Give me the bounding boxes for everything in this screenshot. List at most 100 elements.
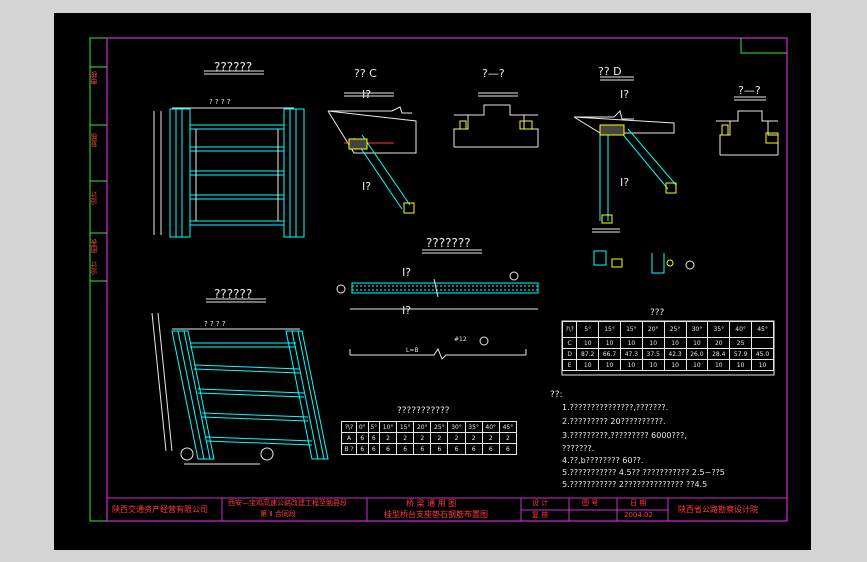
table-cell: 2: [464, 432, 483, 444]
table-row: ?\?5°15°15°20°25°30°35°40°45°: [561, 321, 774, 338]
cad-drawing: [89, 37, 788, 522]
table-cell: 45°: [498, 421, 518, 433]
project-line-2: 第 Ⅱ 合同段: [260, 510, 296, 518]
section-d-title: ?? D: [598, 65, 622, 78]
elevation-skew: [151, 312, 329, 465]
section-dash-2: [716, 96, 779, 156]
elevation-top: [153, 107, 305, 238]
bar-length-label: L=B: [406, 347, 419, 354]
dim-label-skew: ? ? ? ?: [204, 320, 226, 328]
table-cell: ?\?: [561, 321, 578, 338]
table-cell: 25°: [430, 421, 449, 433]
cut-label-1: I?: [362, 88, 372, 101]
table-cell: 15°: [619, 321, 643, 338]
table-cell: 2: [413, 432, 432, 444]
table-cell: 66.7: [598, 348, 621, 360]
table-cell: 42.3: [663, 348, 687, 360]
table-cell: 87.2: [576, 348, 600, 360]
table-cell: 6: [379, 443, 398, 455]
cut-label-4: I?: [620, 176, 630, 189]
table-cell: ?\?: [340, 421, 358, 433]
table-cell: 25°: [663, 321, 687, 338]
checker-label: 复 核: [532, 511, 549, 519]
table-cell: 10: [641, 337, 665, 349]
table-cell: 10: [707, 359, 731, 371]
note-line: 1.???????????????,???????.: [562, 403, 669, 412]
table-cell: 2: [379, 432, 398, 444]
table-row: ?\?0°5°10°15°20°25°30°35°40°45°: [340, 421, 518, 433]
table-cell: C: [561, 337, 578, 349]
table-cell: 37.5: [641, 348, 665, 360]
table-cell: 15°: [396, 421, 415, 433]
table-cell: 5°: [576, 321, 600, 338]
table-cell: [751, 337, 774, 349]
side-label-2: 复核: [90, 133, 98, 147]
table-cell: 10: [663, 359, 687, 371]
table-cell: 10: [685, 337, 709, 349]
table-cell: 6: [396, 443, 415, 455]
table-cell: 10: [663, 337, 687, 349]
note-line: 5.??????????? 2?????????????? ??4.5: [562, 480, 708, 489]
institute-name: 陕西省公路勘察设计院: [678, 505, 758, 514]
table-cell: 6: [498, 443, 518, 455]
section-dash-1: [453, 92, 539, 148]
table-cell: 10: [751, 359, 774, 371]
table-cell: 35°: [707, 321, 731, 338]
project-line-1: 西安—宝鸡高速公路改建工程至勉县段: [228, 499, 347, 507]
note-line: 4.??,b???????? 60??.: [562, 456, 644, 465]
table-cell: 40°: [729, 321, 753, 338]
table-cell: 2: [396, 432, 415, 444]
designer-label: 设 计: [532, 499, 549, 507]
table-cell: 28.4: [707, 348, 731, 360]
title-block-lines: [107, 497, 787, 521]
table-cell: 10: [576, 359, 600, 371]
side-label-4: 图表: [90, 239, 98, 253]
date-label: 日 期: [630, 499, 647, 507]
section-d: [573, 76, 677, 224]
table-cell: E: [561, 359, 578, 371]
drawing-title-1: 桥 梁 通 用 图: [406, 499, 457, 508]
table-cell: 10°: [379, 421, 398, 433]
drawing-canvas[interactable]: 审核 复核 设计 图表 设计 ?????? ?????? ?? C ?—? ??…: [54, 13, 811, 550]
table-cell: 20°: [641, 321, 665, 338]
table-cell: 6: [481, 443, 500, 455]
company-name: 陕西交通资产经营有限公司: [112, 505, 208, 514]
table-cell: 6: [430, 443, 449, 455]
table-cell: 2: [447, 432, 466, 444]
table-main-title: ???: [650, 308, 665, 318]
date-value: 2004.02: [624, 511, 653, 519]
table-cell: 10: [619, 337, 643, 349]
bar-note: #12: [454, 336, 467, 343]
table-cell: 47.3: [619, 348, 643, 360]
table-cell: 6: [447, 443, 466, 455]
note-line: 2.????????? 20??????????.: [562, 417, 666, 426]
table-cell: 25: [729, 337, 753, 349]
table-cell: 10: [641, 359, 665, 371]
table-cell: 2: [430, 432, 449, 444]
section-c-title: ?? C: [354, 67, 377, 80]
table-cell: 2: [498, 432, 518, 444]
cut-label-3: I?: [620, 88, 630, 101]
table-cell: B ?: [340, 443, 358, 455]
note-line: ???????.: [562, 444, 595, 453]
table-cell: 10: [685, 359, 709, 371]
table-cell: 10: [729, 359, 753, 371]
table-cell: 6: [356, 432, 369, 444]
table-cell: 6: [356, 443, 369, 455]
table-cell: 2: [481, 432, 500, 444]
table-cell: 26.0: [685, 348, 709, 360]
notes-heading: ??:: [550, 390, 563, 400]
table-cell: 20°: [413, 421, 432, 433]
table-cell: 40°: [481, 421, 500, 433]
section-dash2-title: ?—?: [738, 84, 761, 97]
elevation-skew-title: ??????: [214, 287, 253, 301]
table-cell: 6: [464, 443, 483, 455]
table-cell: 6: [413, 443, 432, 455]
table-cell: 6: [367, 432, 380, 444]
note-line: 5.??????????? 4.5?? ??????????? 2.5~??5: [562, 468, 725, 477]
cut-label-2: I?: [362, 180, 372, 193]
